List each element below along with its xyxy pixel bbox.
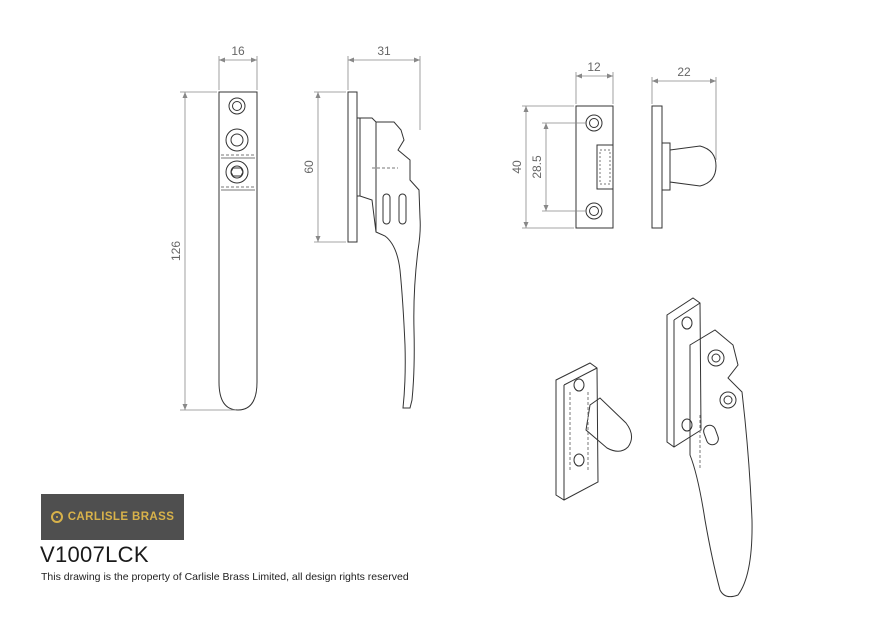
dim-label-40: 40: [510, 160, 524, 174]
handle-side-view: [347, 91, 421, 409]
keep-side-view: [651, 105, 717, 229]
dimension-lines: [180, 56, 717, 411]
handle-isometric-view: [666, 297, 753, 598]
keep-front-view: [575, 105, 614, 229]
product-code: V1007LCK: [40, 542, 149, 567]
handle-front-view: [218, 91, 258, 411]
dim-label-126: 126: [169, 241, 183, 261]
carlisle-c-icon: [50, 511, 63, 523]
dim-label-31: 31: [377, 44, 391, 58]
ownership-notice: This drawing is the property of Carlisle…: [41, 571, 409, 583]
dim-label-16: 16: [231, 44, 245, 58]
keep-isometric-view: [555, 362, 632, 501]
brand-logo: CARLISLE BRASS: [41, 494, 184, 540]
dim-label-12: 12: [587, 60, 601, 74]
brand-name: CARLISLE BRASS: [67, 511, 175, 523]
dim-label-28-5: 28.5: [530, 155, 544, 179]
dim-label-60: 60: [302, 160, 316, 174]
dim-label-22: 22: [677, 65, 691, 79]
dimension-arrows: [182, 57, 716, 410]
